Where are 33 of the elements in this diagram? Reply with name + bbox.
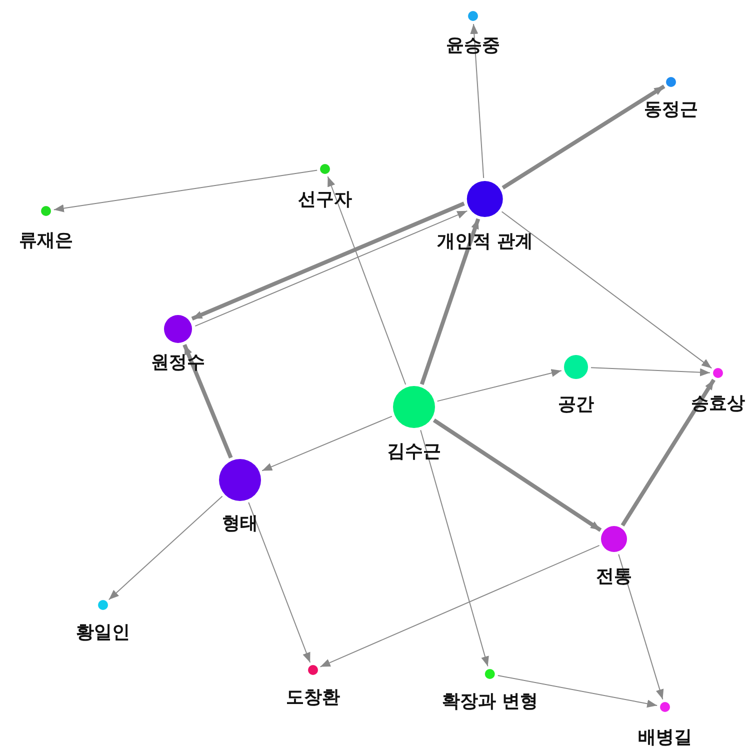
node-label: 승효상	[691, 393, 745, 415]
node-label: 류재은	[19, 230, 73, 252]
node-label: 황일인	[76, 622, 130, 644]
node-label: 공간	[558, 394, 594, 416]
node-label: 형태	[222, 513, 258, 535]
arrow	[108, 496, 223, 600]
arrow	[497, 675, 658, 708]
arrow	[501, 211, 712, 369]
node-label: 원정수	[151, 352, 205, 374]
node-label: 도창환	[286, 687, 340, 709]
node-label: 선구자	[298, 189, 352, 211]
arrow	[182, 344, 233, 459]
node-label: 확장과 변형	[442, 691, 538, 713]
arrow	[618, 554, 664, 700]
node-label: 윤승중	[446, 35, 500, 57]
node-label: 개인적 관계	[436, 231, 534, 253]
arrow	[470, 24, 484, 178]
arrow	[590, 367, 710, 376]
arrow	[502, 84, 666, 190]
node-label: 전통	[596, 566, 632, 588]
arrow	[53, 170, 318, 212]
arrow	[420, 430, 489, 667]
arrow	[262, 416, 392, 472]
node-label: 동정근	[644, 99, 698, 121]
node-label: 배병길	[638, 727, 692, 749]
arrow	[320, 544, 600, 668]
arrow	[420, 218, 480, 385]
arrow	[436, 369, 562, 402]
arrow	[327, 176, 406, 385]
arrow	[620, 378, 716, 526]
node-label: 김수근	[387, 441, 441, 463]
arrow	[432, 418, 602, 532]
arrow	[248, 502, 311, 663]
